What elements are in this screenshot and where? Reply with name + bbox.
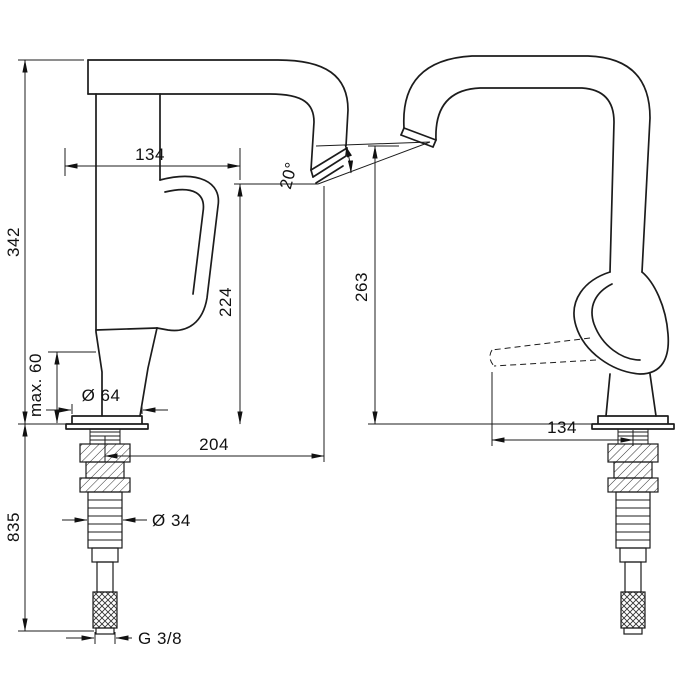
- dim-label-342: 342: [4, 227, 23, 257]
- front-mount-nut: [85, 461, 125, 479]
- front-shank-threads: [88, 499, 122, 541]
- front-undercounter-parts: [79, 429, 131, 635]
- front-outlet-face: [310, 147, 348, 171]
- side-aerator-edge-right: [432, 139, 437, 148]
- dim-label-134-top: 134: [135, 145, 165, 164]
- dim-label-134-side: 134: [547, 418, 577, 437]
- front-handle-outer: [156, 175, 220, 332]
- dim-label-dia64: Ø 64: [82, 386, 121, 405]
- side-hose-braid: [620, 591, 646, 629]
- side-undercounter-parts: [607, 429, 659, 635]
- side-aerator-line: [400, 134, 434, 148]
- side-lever-dashed-tip: [489, 349, 495, 367]
- side-lever-dashed: [489, 337, 597, 367]
- dim-label-dia34: Ø 34: [152, 511, 191, 530]
- front-mount-seal-bottom: [79, 477, 131, 493]
- front-body-right-lower: [139, 327, 158, 417]
- side-view-faucet: [400, 55, 675, 430]
- front-body-joint: [95, 327, 158, 331]
- front-dimensions: 342 134 224 max. 60 Ø 64 204 835 Ø 34: [4, 59, 325, 648]
- front-spout-outer: [87, 59, 349, 147]
- side-body-lower: [605, 373, 657, 417]
- front-base-flange: [65, 415, 149, 430]
- angle-ref-line-horizontal: [315, 141, 431, 147]
- front-body-left: [95, 93, 103, 417]
- side-spout-inner: [435, 87, 615, 273]
- front-supply-hose: [96, 561, 114, 593]
- front-spout-inner: [87, 93, 315, 171]
- dim-label-263: 263: [352, 272, 371, 302]
- front-hose-nut: [91, 547, 119, 563]
- front-view-faucet: [65, 59, 349, 430]
- side-mount-seal-top: [607, 443, 659, 463]
- dim-label-20deg: 20°: [276, 160, 301, 191]
- angle-arc-20: [344, 144, 354, 174]
- front-hose-endcap: [95, 627, 115, 635]
- side-mount-nut: [613, 461, 653, 479]
- front-aerator-tip: [315, 165, 344, 184]
- side-hose-endcap: [623, 627, 643, 635]
- side-base-flange: [591, 415, 675, 430]
- dim-label-g38: G 3/8: [138, 629, 182, 648]
- dim-label-835: 835: [4, 512, 23, 542]
- side-outlet-face: [403, 127, 437, 141]
- side-supply-hose: [624, 561, 642, 593]
- side-shank-threads: [616, 499, 650, 541]
- side-lever-dashed-top: [491, 337, 591, 351]
- front-shank-upper: [89, 429, 121, 444]
- side-hose-nut: [619, 547, 647, 563]
- side-handle-outer: [573, 271, 670, 375]
- side-handle-inner: [591, 283, 641, 361]
- side-aerator-edge-left: [400, 127, 405, 136]
- dim-label-max60: max. 60: [26, 353, 45, 417]
- dim-label-204: 204: [199, 435, 229, 454]
- front-hose-braid: [92, 591, 118, 629]
- side-mount-seal-bottom: [607, 477, 659, 493]
- side-lever-dashed-bottom: [493, 359, 597, 367]
- front-aerator-edge-left: [310, 169, 314, 178]
- dim-label-224: 224: [216, 287, 235, 317]
- front-aerator-line: [312, 155, 347, 178]
- side-spout-outer: [403, 55, 651, 273]
- front-handle-inner: [164, 188, 205, 295]
